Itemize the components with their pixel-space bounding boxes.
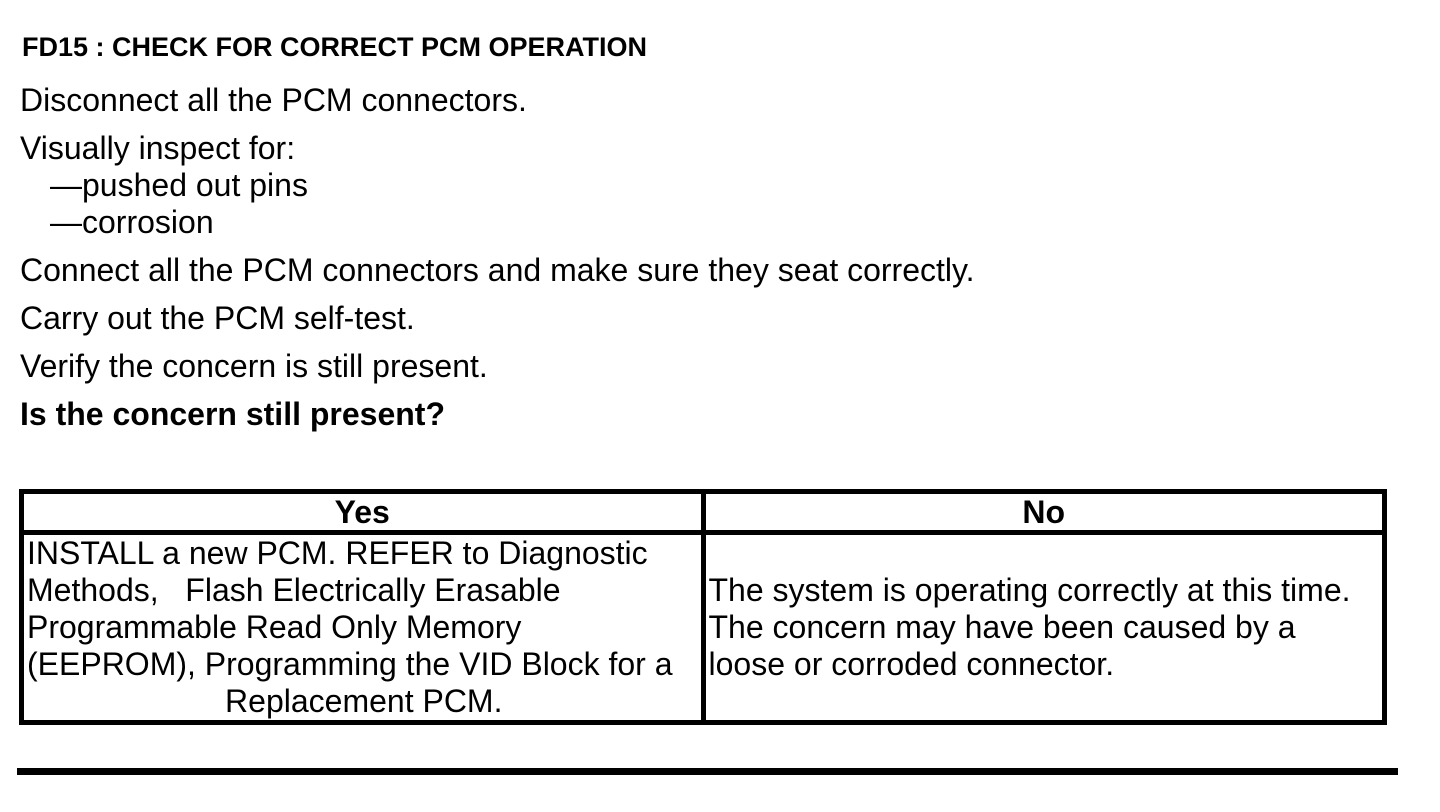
yes-action-line: INSTALL a new PCM. REFER to Diagnostic [27,535,648,571]
inspection-item-pins: —pushed out pins [50,167,308,203]
step-inspect: Visually inspect for: [20,130,296,166]
step-verify: Verify the concern is still present. [20,348,488,384]
yes-action-line: Programmable Read Only Memory [27,609,522,645]
no-action-line: The system is operating correctly at thi… [708,572,1351,608]
yes-action-line: Replacement PCM. [225,683,503,719]
no-action-line: loose or corroded connector. [708,646,1115,682]
step-disconnect: Disconnect all the PCM connectors. [20,82,527,118]
yes-action-line: (EEPROM), Programming the VID Block for … [27,646,673,682]
decision-table: Yes No INSTALL a new PCM. REFER to Diagn… [19,489,1387,725]
step-selftest: Carry out the PCM self-test. [20,300,415,336]
horizontal-rule [17,768,1398,775]
decision-question: Is the concern still present? [20,396,445,432]
yes-action-line: Methods, Flash Electrically Erasable [27,572,561,608]
yes-header-cell: Yes [19,489,706,535]
decision-table-header-row: Yes No [19,489,1387,535]
yes-action-cell: INSTALL a new PCM. REFER to Diagnostic M… [19,530,706,725]
decision-table-body-row: INSTALL a new PCM. REFER to Diagnostic M… [19,530,1387,725]
procedure-heading: FD15 : CHECK FOR CORRECT PCM OPERATION [22,32,648,62]
step-connect: Connect all the PCM connectors and make … [20,252,975,288]
inspection-item-corrosion: —corrosion [50,204,214,240]
no-action-cell: The system is operating correctly at thi… [700,530,1387,725]
no-header-cell: No [700,489,1387,535]
no-action-line: The concern may have been caused by a [708,609,1296,645]
